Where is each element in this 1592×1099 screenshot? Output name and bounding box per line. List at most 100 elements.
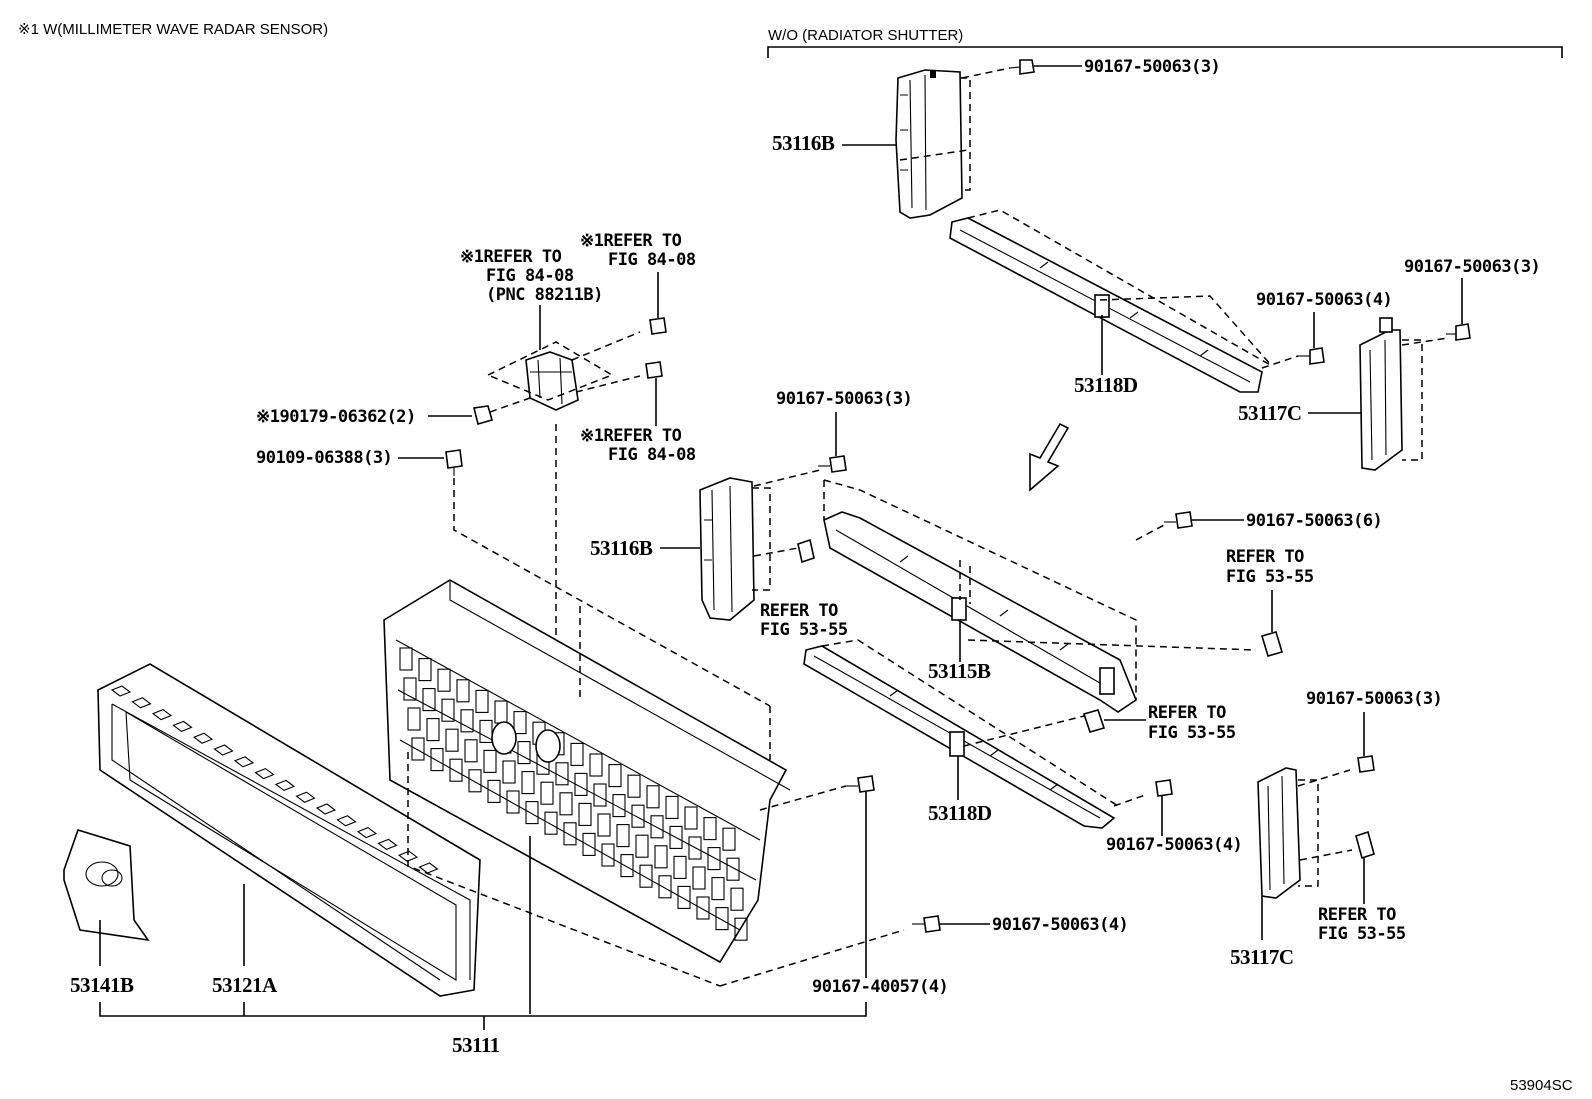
grille-cell — [612, 794, 626, 818]
refer-mid-1: ※1REFER TO — [580, 426, 682, 446]
grille-cell — [620, 854, 634, 878]
grille-cell — [711, 877, 725, 901]
bezel-slot — [254, 767, 275, 780]
grille-cell — [582, 832, 596, 856]
grille-cell — [441, 698, 455, 722]
grille-cell — [627, 774, 641, 798]
grille-cell — [654, 845, 668, 869]
fastener-s2: 90167-50063(4) — [1256, 290, 1392, 310]
grille-cell — [570, 742, 584, 766]
grille-cell — [513, 711, 527, 735]
screw-radar-1 — [649, 317, 667, 335]
screw-grille-2 — [912, 915, 941, 933]
grille-cell — [578, 802, 592, 826]
grille-cell — [696, 896, 710, 920]
screw-bot-1 — [1357, 755, 1375, 773]
grille-cell — [445, 728, 459, 752]
grille-cell — [563, 822, 577, 846]
refer-pnc-2: FIG 84-08 — [486, 266, 574, 286]
nut-90179-label: ※190179-06362(2) — [256, 407, 416, 427]
grille-cell — [449, 758, 463, 782]
variant-bracket — [767, 46, 1563, 58]
clip-bot-d — [1355, 830, 1375, 860]
radar-sensor — [525, 351, 579, 411]
grille-cell — [703, 817, 717, 841]
bracket-53117c-top — [1359, 317, 1403, 471]
bezel-slot — [110, 685, 132, 697]
clip-mid-b — [1261, 631, 1283, 657]
fastener-s1: 90167-50063(3) — [1084, 57, 1220, 77]
refer-top-1: ※1REFER TO — [580, 231, 682, 251]
grille-cell — [635, 834, 649, 858]
refer-5355-c-1: REFER TO — [1148, 703, 1226, 723]
grille-cell — [646, 785, 660, 809]
refer-pnc-1: ※1REFER TO — [460, 247, 562, 267]
refer-5355-d-2: FIG 53-55 — [1318, 924, 1406, 944]
part-53117c-bot: 53117C — [1230, 945, 1294, 969]
grille-cell — [673, 855, 687, 879]
grille-cell — [589, 753, 603, 777]
grille-cell — [506, 790, 520, 814]
screw-grille-1 — [846, 775, 875, 793]
clip-mid-a — [797, 538, 815, 564]
grille-cell — [559, 792, 573, 816]
refer-5355-b-2: FIG 53-55 — [1226, 567, 1314, 587]
bezel-slot — [151, 708, 173, 721]
grille-cells — [399, 647, 748, 941]
refer-pnc-3: (PNC 88211B) — [486, 285, 603, 305]
bezel-53121a — [97, 663, 481, 997]
bezel-slot — [377, 838, 398, 851]
refer-mid-2: FIG 84-08 — [608, 445, 696, 465]
part-53118d-top: 53118D — [1074, 373, 1138, 397]
screw-top-1 — [1009, 59, 1035, 75]
refer-top-2: FIG 84-08 — [608, 250, 696, 270]
screw-mid-1 — [818, 455, 847, 473]
grille-cell — [544, 811, 558, 835]
bezel-slot — [274, 779, 296, 792]
grille-cell — [722, 827, 736, 851]
refer-5355-b-1: REFER TO — [1226, 547, 1304, 567]
screw-mid-3 — [1155, 779, 1173, 797]
part-53141b: 53141B — [70, 973, 134, 997]
grille-cell — [639, 864, 653, 888]
fastener-s3: 90167-50063(3) — [1404, 257, 1540, 277]
grille-cell — [407, 707, 421, 731]
refer-5355-a-1: REFER TO — [760, 601, 838, 621]
bezel-slots — [110, 685, 439, 874]
grille-center-mount — [491, 721, 561, 763]
bezel-slot — [172, 720, 193, 733]
assembly-bracket — [99, 1002, 867, 1030]
fastener-s9: 90167-40057(4) — [812, 977, 948, 997]
grille-cell — [597, 813, 611, 837]
grille-cell — [399, 647, 413, 671]
bezel-slot — [213, 744, 234, 756]
grille-cell — [418, 658, 432, 682]
grille-cell — [631, 804, 645, 828]
header-note: ※1 W(MILLIMETER WAVE RADAR SENSOR) — [18, 21, 328, 38]
grille-cell — [479, 719, 493, 743]
grille-cell — [487, 779, 501, 803]
grille-cell — [464, 739, 478, 763]
grille-cell — [517, 741, 531, 765]
fastener-s8: 90167-50063(4) — [1106, 835, 1242, 855]
rail-53118d-bot — [803, 645, 1116, 829]
part-53118d-bot: 53118D — [928, 801, 992, 825]
grille-cell — [525, 801, 539, 825]
rail-53118d-top — [949, 217, 1263, 393]
grille-cell — [601, 843, 615, 867]
grille-cell — [426, 718, 440, 742]
grille-cell — [593, 783, 607, 807]
bracket-53116b-mid — [699, 477, 755, 621]
bracket-53116b-top — [895, 69, 963, 219]
fastener-s5: 90167-50063(6) — [1246, 511, 1382, 531]
part-53115b: 53115B — [928, 659, 991, 683]
grille-cell — [502, 760, 516, 784]
part-53121a: 53121A — [212, 973, 278, 997]
refer-5355-c-2: FIG 53-55 — [1148, 723, 1236, 743]
bezel-slot — [192, 732, 214, 744]
refer-5355-a-2: FIG 53-55 — [760, 620, 848, 640]
bolt-90109 — [445, 449, 463, 476]
bezel-slot — [356, 826, 378, 839]
grille-cell — [677, 885, 691, 909]
part-53117c-top: 53117C — [1238, 401, 1302, 425]
